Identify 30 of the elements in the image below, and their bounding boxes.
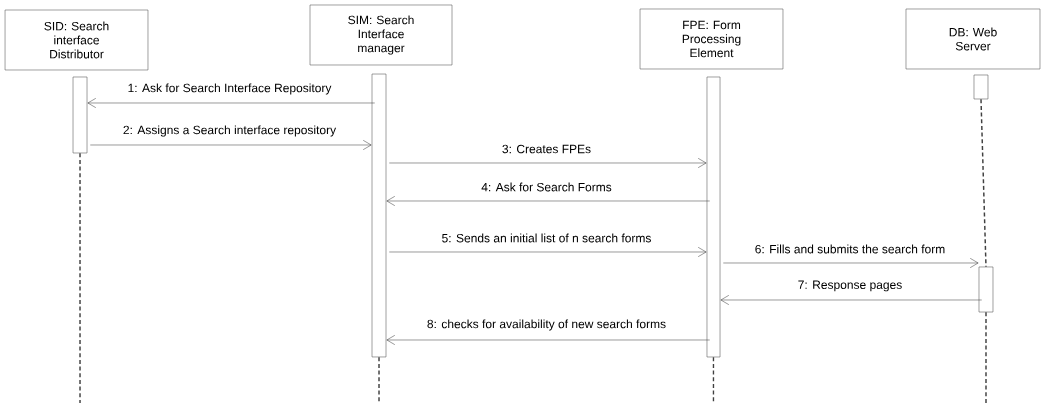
message-label: 2: Assigns a Search interface repository [121, 124, 338, 138]
message-arrow [389, 158, 707, 168]
activation-bar [371, 73, 387, 358]
participant-box: SIM: Search Interface manager [309, 4, 453, 66]
message-arrow [720, 295, 982, 305]
activation-bar [973, 74, 989, 100]
activation-bar [72, 76, 88, 154]
message-arrow [90, 140, 372, 150]
lifeline [79, 152, 81, 403]
message-arrow [386, 335, 710, 345]
message-label: 7: Response pages [796, 279, 904, 293]
activation-bar [706, 76, 721, 358]
participant-box: DB: Web Server [905, 8, 1041, 70]
message-label: 1: Ask for Search Interface Repository [126, 82, 333, 96]
message-label: 8: checks for availability of new search forms [425, 318, 668, 332]
lifeline [980, 98, 987, 268]
message-arrow [723, 258, 979, 268]
message-label: 6: Fills and submits the search form [753, 243, 947, 255]
activation-bar [978, 266, 994, 313]
participant-box: FPE: Form Processing Element [639, 8, 784, 70]
participant-box: SID: Search interface Distributor [4, 9, 149, 71]
message-arrow [87, 98, 375, 108]
message-label: 3: Creates FPEs [500, 143, 593, 155]
message-arrow [386, 196, 710, 206]
message-label: 5: Sends an initial list of n search forms [440, 232, 653, 244]
lifeline [712, 356, 715, 403]
message-arrow [389, 247, 707, 257]
lifeline [378, 356, 380, 403]
lifeline [985, 311, 987, 403]
message-label: 4: Ask for Search Forms [479, 181, 614, 193]
